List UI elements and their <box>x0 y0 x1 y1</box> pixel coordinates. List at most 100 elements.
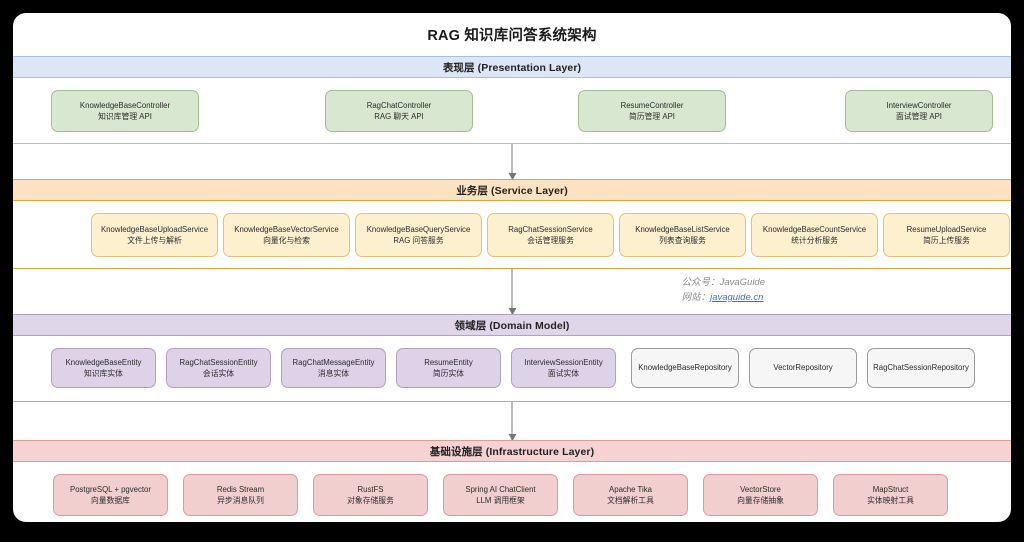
node-subtitle: 实体映射工具 <box>867 496 914 505</box>
node-box[interactable]: InterviewController 面试管理 API <box>845 90 993 132</box>
node-box[interactable]: Redis Stream 异步消息队列 <box>183 474 298 516</box>
node-box[interactable]: KnowledgeBaseVectorService 向量化与检索 <box>223 213 350 257</box>
node-title: RagChatMessageEntity <box>292 357 375 367</box>
node-box[interactable]: Apache Tika 文档解析工具 <box>573 474 688 516</box>
layer-body-infrastructure: PostgreSQL + pgvector 向量数据库 Redis Stream 异步… <box>13 462 1011 522</box>
node-title: ResumeController <box>620 100 684 110</box>
node-subtitle: 异步消息队列 <box>217 496 264 505</box>
node-subtitle: 简历管理 API <box>629 112 675 121</box>
connector-domain-to-infrastructure <box>13 402 1011 440</box>
node-title: KnowledgeBaseUploadService <box>100 224 209 234</box>
node-subtitle: 列表查询服务 <box>659 236 706 245</box>
node-box[interactable]: RagChatSessionRepository <box>867 348 975 388</box>
node-subtitle: 面试实体 <box>547 369 580 378</box>
node-subtitle: 向量数据库 <box>91 496 130 505</box>
node-subtitle: 消息实体 <box>317 369 350 378</box>
node-subtitle: 面试管理 API <box>896 112 942 121</box>
node-box[interactable]: MapStruct 实体映射工具 <box>833 474 948 516</box>
node-title: KnowledgeBaseQueryService <box>366 224 471 234</box>
node-subtitle: 对象存储服务 <box>347 496 394 505</box>
node-box[interactable]: RustFS 对象存储服务 <box>313 474 428 516</box>
node-title: KnowledgeBaseVectorService <box>234 224 339 234</box>
watermark-account-label: 公众号： <box>681 277 720 288</box>
node-box[interactable]: KnowledgeBaseRepository <box>631 348 739 388</box>
node-subtitle: 统计分析服务 <box>791 236 838 245</box>
node-box[interactable]: VectorRepository <box>749 348 857 388</box>
watermark-line-site: 网站：javaguide.cn <box>682 291 765 306</box>
connector-presentation-to-service <box>13 144 1011 179</box>
node-title: ResumeEntity <box>424 357 473 367</box>
layer-domain: 领域层 (Domain Model) KnowledgeBaseEntity 知识… <box>13 314 1011 402</box>
node-box[interactable]: KnowledgeBaseUploadService 文件上传与解析 <box>91 213 218 257</box>
node-box[interactable]: RagChatSessionService 会话管理服务 <box>487 213 614 257</box>
node-subtitle: 向量存储抽象 <box>737 496 784 505</box>
node-subtitle: RAG 问答服务 <box>393 236 444 245</box>
node-box[interactable]: InterviewSessionEntity 面试实体 <box>511 348 616 388</box>
node-title: VectorStore <box>740 484 781 494</box>
node-title: KnowledgeBaseCountService <box>762 224 867 234</box>
layer-header-service: 业务层 (Service Layer) <box>13 179 1011 201</box>
node-box[interactable]: RagChatSessionEntity 会话实体 <box>166 348 271 388</box>
layer-presentation: 表现层 (Presentation Layer) KnowledgeBaseCo… <box>13 56 1011 144</box>
connector-service-to-domain: 公众号：JavaGuide 网站：javaguide.cn <box>13 269 1011 314</box>
node-title: InterviewController <box>886 100 952 110</box>
node-subtitle: LLM 调用框架 <box>476 496 525 505</box>
node-title: VectorRepository <box>773 363 833 373</box>
layer-service: 业务层 (Service Layer) KnowledgeBaseUploadS… <box>13 179 1011 269</box>
node-title: KnowledgeBaseController <box>79 100 171 110</box>
arrow-down-icon <box>511 269 513 314</box>
layer-body-presentation: KnowledgeBaseController 知识库管理 API RagChatC… <box>13 78 1011 144</box>
node-box[interactable]: RagChatMessageEntity 消息实体 <box>281 348 386 388</box>
node-title: Redis Stream <box>216 484 265 494</box>
node-title: InterviewSessionEntity <box>524 357 603 367</box>
node-title: PostgreSQL + pgvector <box>70 484 151 494</box>
node-subtitle: 文件上传与解析 <box>127 236 182 245</box>
node-box[interactable]: KnowledgeBaseEntity 知识库实体 <box>51 348 156 388</box>
node-subtitle: RAG 聊天 API <box>374 112 424 121</box>
arrow-down-icon <box>511 144 513 179</box>
node-title: KnowledgeBaseListService <box>635 224 730 234</box>
node-subtitle: 会话实体 <box>202 369 235 378</box>
node-box[interactable]: PostgreSQL + pgvector 向量数据库 <box>53 474 168 516</box>
node-title: Apache Tika <box>609 484 652 494</box>
node-subtitle: 文档解析工具 <box>607 496 654 505</box>
node-subtitle: 简历实体 <box>432 369 465 378</box>
node-subtitle: 知识库实体 <box>84 369 123 378</box>
layer-body-domain: KnowledgeBaseEntity 知识库实体 RagChatSessionEn… <box>13 336 1011 402</box>
node-title: RagChatSessionEntity <box>179 357 258 367</box>
watermark: 公众号：JavaGuide 网站：javaguide.cn <box>682 276 765 305</box>
node-subtitle: 会话管理服务 <box>527 236 574 245</box>
node-box[interactable]: KnowledgeBaseListService 列表查询服务 <box>619 213 746 257</box>
node-subtitle: 向量化与检索 <box>263 236 310 245</box>
watermark-line-account: 公众号：JavaGuide <box>682 276 765 291</box>
watermark-site-link[interactable]: javaguide.cn <box>710 291 764 303</box>
node-title: KnowledgeBaseEntity <box>65 357 142 367</box>
page-title: RAG 知识库问答系统架构 <box>427 28 597 44</box>
diagram-card: RAG 知识库问答系统架构 表现层 (Presentation Layer) K… <box>13 13 1011 522</box>
watermark-site-label: 网站： <box>681 291 711 303</box>
node-title: KnowledgeBaseRepository <box>638 363 732 373</box>
layer-header-infrastructure: 基础设施层 (Infrastructure Layer) <box>13 440 1011 462</box>
node-box[interactable]: ResumeEntity 简历实体 <box>396 348 501 388</box>
node-title: MapStruct <box>872 484 909 494</box>
node-title: RagChatController <box>366 100 432 110</box>
node-box[interactable]: VectorStore 向量存储抽象 <box>703 474 818 516</box>
layer-infrastructure: 基础设施层 (Infrastructure Layer) PostgreSQL … <box>13 440 1011 522</box>
node-box[interactable]: KnowledgeBaseCountService 统计分析服务 <box>751 213 878 257</box>
node-subtitle: 简历上传服务 <box>923 236 970 245</box>
node-title: RagChatSessionRepository <box>873 363 969 373</box>
node-box[interactable]: KnowledgeBaseController 知识库管理 API <box>51 90 199 132</box>
node-box[interactable]: ResumeController 简历管理 API <box>578 90 726 132</box>
node-title: RagChatSessionService <box>508 224 593 234</box>
layer-header-presentation: 表现层 (Presentation Layer) <box>13 56 1011 78</box>
node-title: RustFS <box>357 484 384 494</box>
node-subtitle: 知识库管理 API <box>98 112 152 121</box>
watermark-account-value: JavaGuide <box>719 277 765 288</box>
layer-header-domain: 领域层 (Domain Model) <box>13 314 1011 336</box>
